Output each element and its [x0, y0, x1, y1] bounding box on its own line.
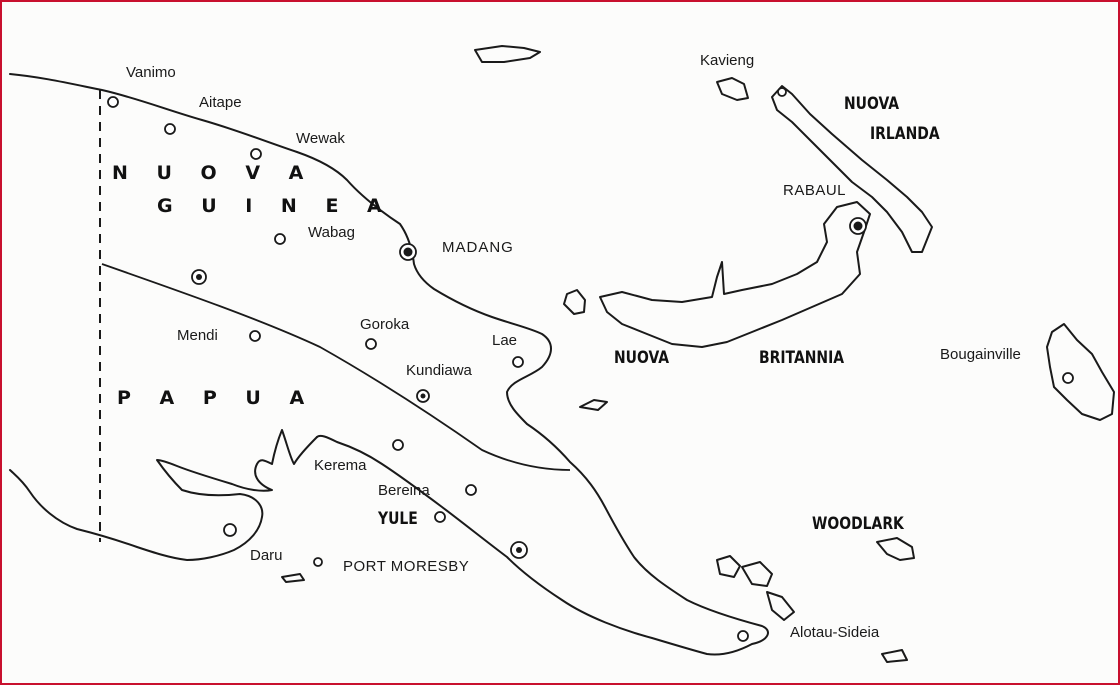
town-marker-bereina: [465, 484, 477, 496]
town-label-port-moresby: PORT MORESBY: [343, 558, 470, 575]
town-marker-kerema: [392, 439, 404, 451]
island-kavieng: [716, 77, 749, 101]
town-label-bougainville: Bougainville: [940, 346, 1021, 363]
region-label-papua: P A P U A: [117, 387, 316, 409]
town-marker-kavieng: [777, 87, 787, 97]
town-label-daru: Daru: [250, 547, 283, 564]
region-label-nuova-guinea-1: N U O V A: [112, 162, 315, 184]
town-label-vanimo: Vanimo: [126, 64, 176, 81]
town-marker-daru: [223, 523, 237, 537]
town-label-wabag: Wabag: [308, 224, 355, 241]
region-label-nuova-irlanda-2: IRLANDA: [870, 124, 940, 144]
town-marker-alotau: [737, 630, 749, 642]
island-bougainville: [1046, 323, 1115, 421]
town-label-madang: MADANG: [442, 239, 514, 256]
town-dot-rabaul: [853, 221, 863, 231]
region-label-nuova-irlanda-1: NUOVA: [844, 94, 900, 114]
town-marker-goroka: [365, 338, 377, 350]
town-label-kerema: Kerema: [314, 457, 367, 474]
town-dot-mt-hagen: [196, 274, 202, 280]
town-label-rabaul: RABAUL: [783, 182, 847, 199]
town-dot-kundiawa: [420, 393, 426, 399]
region-label-yule: YULE: [378, 509, 418, 529]
town-label-aitape: Aitape: [199, 94, 242, 111]
town-dot-port-moresby: [516, 547, 522, 553]
town-label-kundiawa: Kundiawa: [406, 362, 472, 379]
region-label-woodlark: WOODLARK: [812, 514, 904, 534]
island-south-east: [881, 649, 908, 663]
town-marker-bougainville: [1062, 372, 1074, 384]
island-small-west: [563, 289, 586, 315]
island-daru: [281, 573, 305, 583]
town-label-bereina: Bereina: [378, 482, 430, 499]
town-label-kavieng: Kavieng: [700, 52, 755, 69]
region-label-nuova-britannia-2: BRITANNIA: [759, 348, 845, 368]
island-woodlark: [876, 537, 915, 561]
island-umboi: [579, 399, 608, 411]
island-nuova-britannia: [599, 201, 871, 348]
town-marker-mendi: [249, 330, 261, 342]
region-label-nuova-guinea-2: G U I N E A: [157, 195, 393, 217]
town-marker-wewak: [250, 148, 262, 160]
town-marker-yule: [434, 511, 446, 523]
town-label-mendi: Mendi: [177, 327, 218, 344]
island-dentrecasteaux-2: [741, 561, 773, 587]
division-line: [101, 263, 571, 471]
town-label-wewak: Wewak: [296, 130, 345, 147]
island-nuova-irlanda: [771, 85, 933, 253]
mainland-north-coast: [9, 73, 769, 656]
island-dentrecasteaux-3: [766, 591, 795, 621]
region-label-nuova-britannia-1: NUOVA: [614, 348, 670, 368]
town-dot-madang: [403, 247, 413, 257]
island-dentrecasteaux-1: [716, 555, 741, 578]
town-marker-aitape: [164, 123, 176, 135]
town-marker-lae: [512, 356, 524, 368]
town-label-goroka: Goroka: [360, 316, 410, 333]
town-marker-daru-south: [313, 557, 323, 567]
town-label-lae: Lae: [492, 332, 518, 349]
town-marker-wabag: [274, 233, 286, 245]
island-north: [474, 45, 541, 63]
mainland-south-coast: [9, 429, 318, 561]
town-label-alotau: Alotau-Sideia: [790, 624, 880, 641]
town-marker-vanimo: [107, 96, 119, 108]
